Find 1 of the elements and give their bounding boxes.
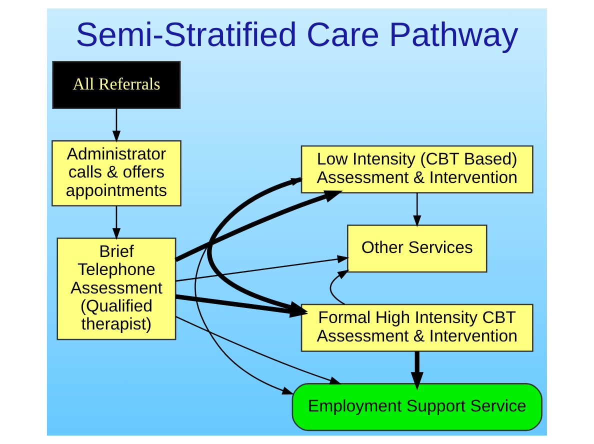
- diagram-title: Semi-Stratified Care Pathway: [76, 16, 518, 54]
